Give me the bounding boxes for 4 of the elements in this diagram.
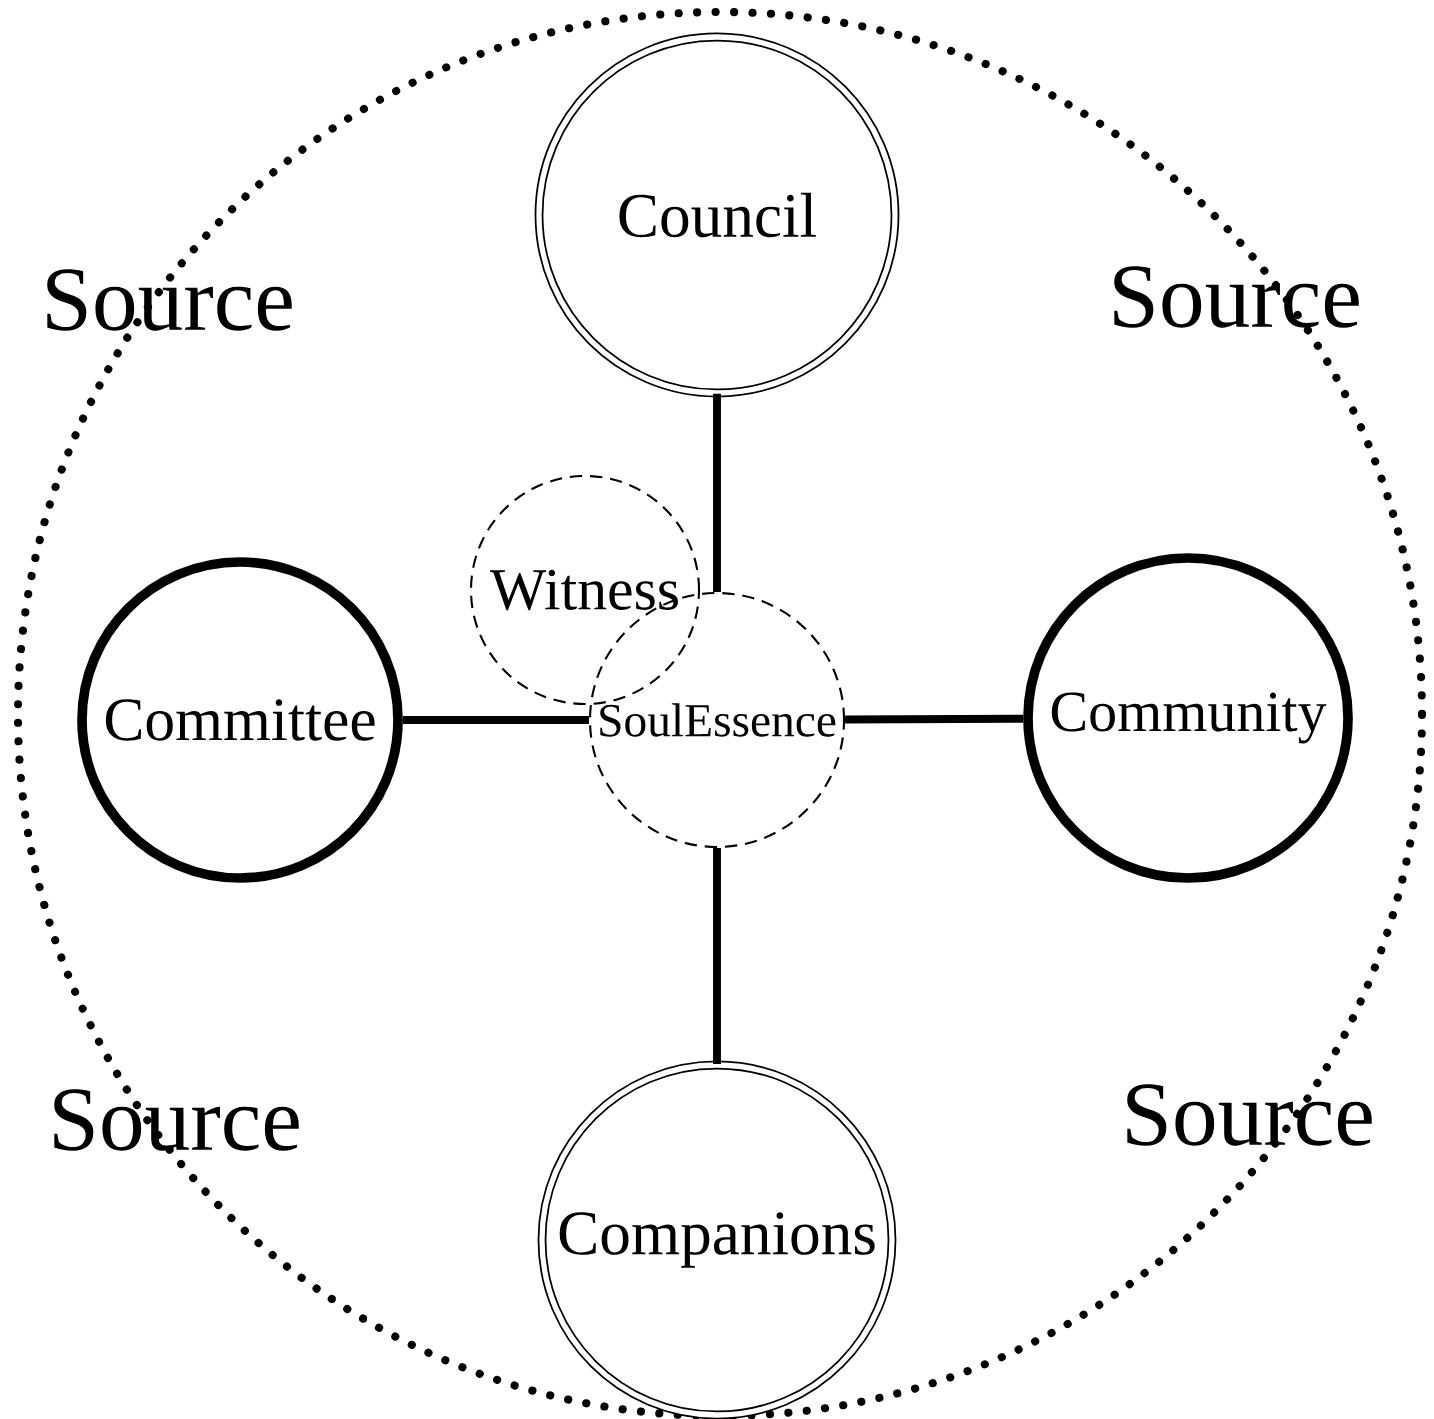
source-label: Source xyxy=(47,269,292,331)
source-label: Source xyxy=(1114,266,1359,328)
source-label: Source xyxy=(1127,1084,1372,1146)
source-label: Source xyxy=(54,1089,299,1151)
